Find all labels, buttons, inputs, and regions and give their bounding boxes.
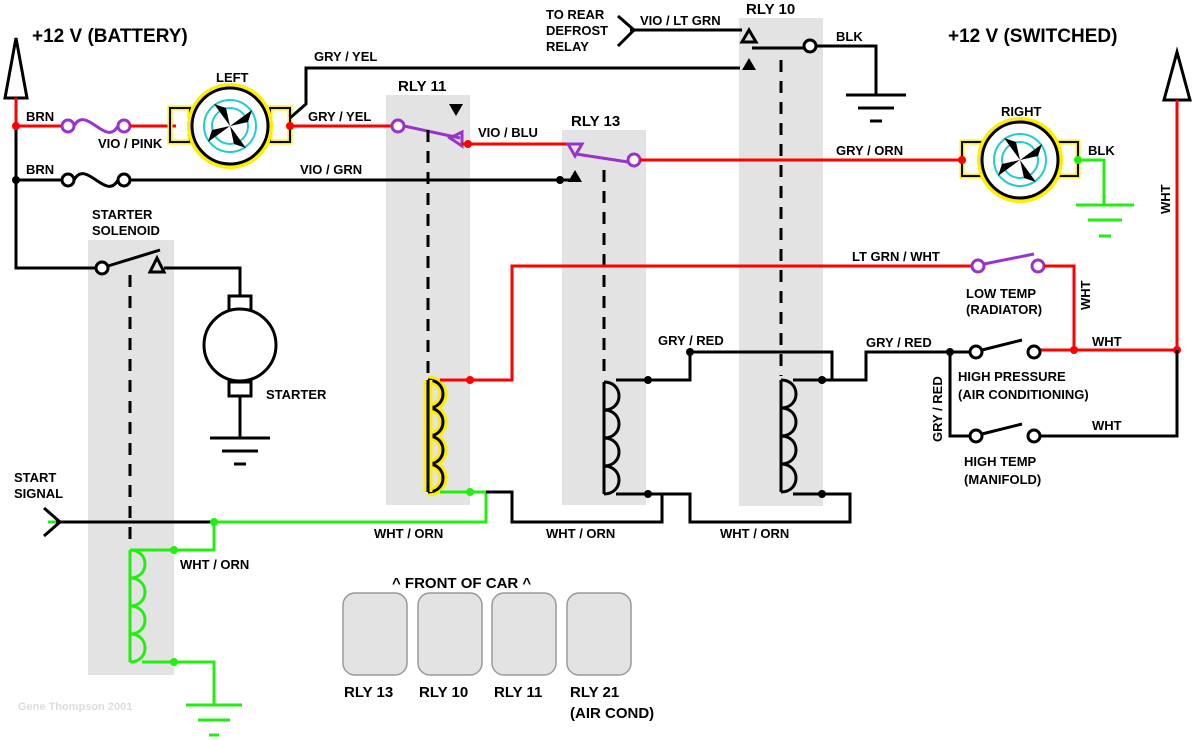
wire-gry-red-1: GRY / RED [658, 333, 724, 348]
high-temp-switch-icon [968, 422, 1042, 444]
relay13-coil-icon [602, 380, 621, 496]
label-rear-defrost-3: RELAY [546, 39, 589, 54]
credit: Gene Thompson 2001 [18, 701, 132, 713]
wire-vio-lt-grn: VIO / LT GRN [640, 13, 721, 28]
label-high-pressure-1: HIGH PRESSURE [958, 369, 1066, 384]
fuse-mid-icon [60, 172, 132, 188]
layout-label-rly11: RLY 11 [494, 684, 542, 701]
wire-gry-yel-mid: GRY / YEL [308, 109, 371, 124]
wire-wht-orn-1: WHT / ORN [180, 557, 249, 572]
ground-rly10-icon [846, 93, 906, 123]
label-starter-solenoid-2: SOLENOID [92, 223, 160, 238]
wire-vio-blu: VIO / BLU [478, 125, 538, 140]
title-battery: +12 V (BATTERY) [32, 26, 188, 47]
relay11-contact-icon [390, 104, 464, 149]
wire-lt-grn-wht: LT GRN / WHT [852, 249, 940, 264]
wire-wht-orn-4: WHT / ORN [720, 526, 789, 541]
label-front-of-car: ^ FRONT OF CAR ^ [392, 575, 531, 592]
wire-gry-red-vertical: GRY / RED [930, 376, 945, 442]
ground-solenoid-icon [186, 703, 242, 737]
wire-blk-top: BLK [836, 29, 863, 44]
high-pressure-switch-icon [968, 338, 1042, 360]
label-high-temp-1: HIGH TEMP [964, 454, 1037, 469]
layout-label-rly13: RLY 13 [344, 684, 393, 701]
starter-motor-icon [202, 294, 278, 398]
label-rly13: RLY 13 [571, 113, 620, 130]
label-left-fan: LEFT [216, 70, 249, 85]
layout-box-rly10 [417, 592, 483, 676]
starter-solenoid-contact-icon [94, 248, 167, 276]
layout-box-rly11 [491, 592, 557, 676]
title-switched: +12 V (SWITCHED) [948, 26, 1117, 47]
relay11-coil-icon [423, 375, 448, 497]
layout-label-rly21: RLY 21 [570, 684, 619, 701]
ground-right-fan-icon [1076, 203, 1134, 238]
wire-vio-pink: VIO / PINK [98, 136, 163, 151]
relay13-contact-icon [565, 142, 642, 182]
fuse-top-icon [60, 118, 132, 134]
label-rly10: RLY 10 [746, 1, 795, 18]
wire-wht-short: WHT [1078, 280, 1093, 310]
label-rear-defrost-1: TO REAR [546, 7, 605, 22]
layout-box-rly21 [566, 592, 632, 676]
label-start-signal-2: SIGNAL [14, 486, 63, 501]
label-starter-solenoid-1: STARTER [92, 207, 153, 222]
label-start-signal-1: START [14, 470, 56, 485]
wire-gry-orn: GRY / ORN [836, 143, 903, 158]
label-starter: STARTER [266, 387, 327, 402]
solenoid-coil-icon [128, 548, 147, 664]
low-temp-switch-icon [970, 252, 1046, 274]
label-high-temp-2: (MANIFOLD) [964, 472, 1041, 487]
left-fan-icon [167, 83, 293, 169]
relay10-contact-icon [739, 27, 818, 70]
relay10-coil-icon [779, 378, 798, 494]
label-rear-defrost-2: DEFROST [546, 23, 608, 38]
label-right-fan: RIGHT [1001, 104, 1042, 119]
label-high-pressure-2: (AIR CONDITIONING) [958, 387, 1089, 402]
wire-vio-grn: VIO / GRN [300, 162, 362, 177]
wire-blk-right: BLK [1088, 143, 1115, 158]
wire-brn-top: BRN [26, 109, 54, 124]
wire-wht-orn-3: WHT / ORN [546, 526, 615, 541]
wire-wht-orn-2: WHT / ORN [374, 526, 443, 541]
ground-starter-icon [210, 436, 270, 466]
layout-label-air-cond: (AIR COND) [570, 705, 654, 722]
layout-label-rly10: RLY 10 [419, 684, 468, 701]
wire-wht-hp: WHT [1092, 334, 1122, 349]
wire-gry-yel-top: GRY / YEL [314, 49, 377, 64]
label-low-temp-1: LOW TEMP [966, 286, 1036, 301]
wire-brn-mid: BRN [26, 162, 54, 177]
wire-wht-vertical: WHT [1158, 184, 1173, 214]
wire-gry-red-2: GRY / RED [866, 335, 932, 350]
wire-wht-ht: WHT [1092, 418, 1122, 433]
right-fan-icon [959, 117, 1081, 203]
label-rly11: RLY 11 [398, 78, 446, 95]
label-low-temp-2: (RADIATOR) [966, 302, 1042, 317]
layout-box-rly13 [342, 592, 408, 676]
